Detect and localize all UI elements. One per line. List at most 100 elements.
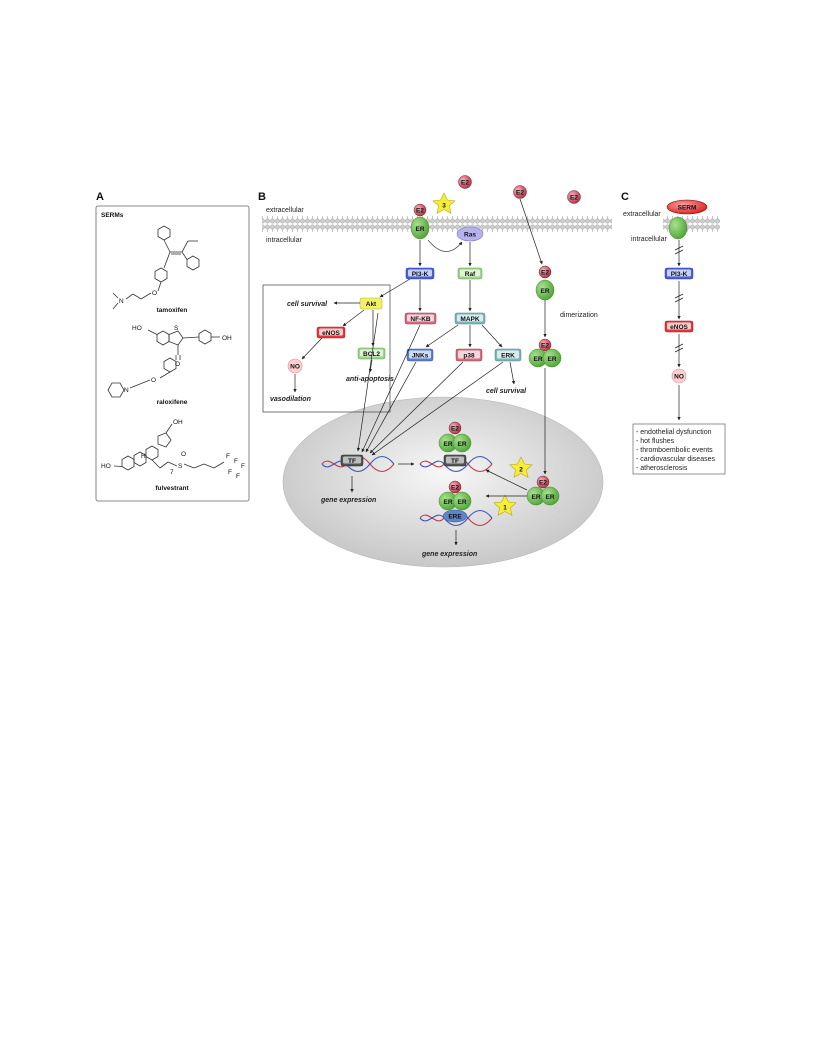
blocked-arrows-c (674, 240, 684, 421)
outcome-5: - atherosclerosis (636, 465, 688, 472)
fulvestrant-s-atom: S (178, 463, 183, 470)
serm-er-complex: SERM (666, 199, 708, 240)
svg-text:eNOS: eNOS (322, 330, 340, 337)
er-dimer-middle: E2 ER ER (438, 421, 472, 453)
svg-text:ER: ER (547, 356, 556, 363)
fulvestrant-f5: F (228, 469, 232, 476)
svg-text:E2: E2 (451, 485, 459, 492)
intracellular-label-c: intracellular (631, 236, 667, 243)
extracellular-label-c: extracellular (623, 211, 661, 218)
raloxifene-o-carbonyl: O (175, 361, 180, 368)
svg-text:Akt: Akt (366, 301, 377, 308)
fulvestrant-structure (113, 423, 225, 471)
no-node-b: NO (287, 358, 303, 374)
e2-free-3: E2 (567, 190, 581, 204)
cell-survival-akt: cell survival (287, 301, 328, 308)
raloxifene-o-ether: O (151, 377, 156, 384)
cytosol-er-dimer: E2 ER ER (528, 338, 562, 368)
svg-text:NF-KB: NF-KB (410, 316, 431, 323)
tamoxifen-n-atom: N (119, 298, 124, 305)
cell-survival-erk: cell survival (486, 388, 527, 395)
gene-expression-bottom: gene expression (421, 551, 477, 558)
pi3k-node-c: PI3-K (664, 267, 694, 280)
ere-node: ERE (442, 509, 468, 523)
svg-text:ER: ER (457, 499, 466, 506)
fulvestrant-h-atom: H (141, 453, 146, 460)
vasodilation-label: vasodilation (270, 396, 311, 403)
p38-node: p38 (455, 348, 483, 362)
svg-text:ER: ER (415, 226, 424, 233)
enos-node-c: eNOS (664, 320, 694, 333)
svg-text:JNKs: JNKs (412, 353, 429, 360)
fulvestrant-oh: OH (173, 419, 183, 426)
svg-text:E2: E2 (539, 480, 547, 487)
svg-text:E2: E2 (461, 180, 469, 187)
mapk-node: MAPK (454, 312, 486, 325)
svg-text:3: 3 (442, 203, 446, 210)
svg-text:ERK: ERK (501, 353, 515, 360)
svg-text:MAPK: MAPK (460, 316, 479, 323)
gene-expression-left: gene expression (320, 497, 376, 504)
svg-text:eNOS: eNOS (670, 324, 688, 331)
svg-text:E2: E2 (570, 195, 578, 202)
raf-node: Raf (457, 267, 483, 280)
pathway-arrows-b (293, 198, 547, 546)
star-1: 1 (493, 494, 517, 516)
svg-text:Raf: Raf (465, 271, 476, 278)
svg-text:TF: TF (348, 458, 356, 465)
svg-text:ER: ER (531, 494, 540, 501)
svg-text:SERM: SERM (678, 205, 697, 212)
fulvestrant-f3: F (241, 463, 245, 470)
raloxifene-oh: OH (222, 335, 232, 342)
outcomes-box (632, 423, 726, 475)
svg-text:E2: E2 (451, 426, 459, 433)
e2-free-1: E2 (458, 175, 472, 189)
nucleus (282, 396, 604, 568)
outcome-1: - endothelial dysfunction (636, 429, 712, 436)
outcome-2: - hot flushes (636, 438, 675, 445)
svg-text:TF: TF (451, 458, 459, 465)
raloxifene-n-atom: N (124, 387, 129, 394)
svg-text:E2: E2 (416, 208, 424, 215)
tf-node-left: TF (340, 454, 364, 467)
svg-text:1: 1 (503, 505, 507, 512)
anti-apoptosis-label: anti-apoptosis (346, 376, 394, 383)
fulvestrant-f1: F (226, 453, 230, 460)
svg-text:ER: ER (457, 441, 466, 448)
er-to-ras-arrow (427, 239, 463, 252)
svg-text:ERE: ERE (448, 514, 462, 521)
svg-text:PI3-K: PI3-K (671, 271, 688, 278)
tamoxifen-structure (112, 225, 200, 310)
panel-b-label: B (258, 191, 266, 203)
raloxifene-ho: HO (132, 325, 142, 332)
svg-text:NO: NO (290, 364, 300, 371)
svg-text:ER: ER (443, 441, 452, 448)
extracellular-label-b: extracellular (266, 207, 304, 214)
svg-text:2: 2 (519, 467, 523, 474)
tamoxifen-o-atom: O (152, 290, 157, 297)
akt-node: Akt (359, 297, 383, 310)
membrane-er-complex: ER E2 (410, 203, 430, 240)
intracellular-label-b: intracellular (266, 237, 302, 244)
raloxifene-label: raloxifene (157, 399, 188, 406)
erk-node: ERK (494, 348, 522, 362)
no-node-c: NO (671, 368, 687, 384)
svg-text:E2: E2 (516, 190, 524, 197)
fulvestrant-f4: F (236, 473, 240, 480)
svg-text:ER: ER (533, 356, 542, 363)
jnks-node: JNKs (406, 348, 434, 362)
fulvestrant-chain-subscript: 7 (170, 469, 174, 476)
er-dimer-bottom: E2 ER ER (438, 480, 472, 511)
fulvestrant-ho: HO (101, 463, 111, 470)
tamoxifen-label: tamoxifen (157, 307, 188, 314)
svg-text:Ras: Ras (464, 232, 476, 239)
e2-free-2: E2 (513, 185, 527, 199)
svg-text:NO: NO (674, 374, 684, 381)
svg-text:ER: ER (443, 499, 452, 506)
serms-title: SERMs (101, 212, 124, 219)
ras-node: Ras (456, 226, 484, 242)
nfkb-node: NF-KB (404, 312, 437, 325)
cytosol-er-e2: ER E2 (535, 265, 555, 301)
pi3k-node: PI3-K (405, 267, 435, 280)
